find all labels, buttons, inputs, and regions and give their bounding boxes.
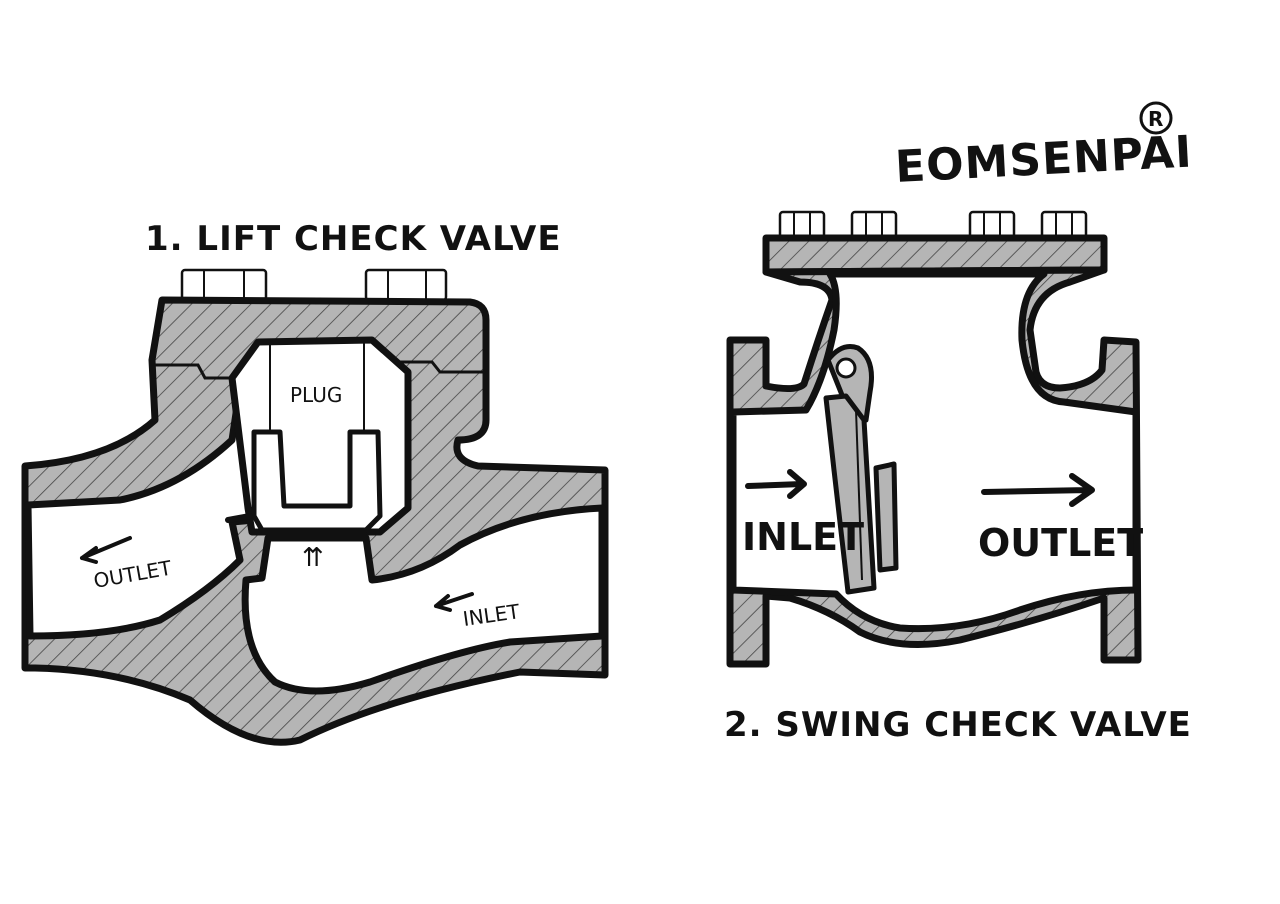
lift-check-valve: 1. LIFT CHECK VALVE PLUG ⇈ OUTLET INLET <box>21 219 609 746</box>
swing-outlet-arrow <box>981 473 1095 507</box>
lift-arrow: ⇈ <box>302 543 324 573</box>
lift-bonnet-nuts <box>180 268 448 302</box>
lift-inlet-arrow <box>434 592 474 612</box>
lift-inlet-passage <box>241 504 606 695</box>
swing-inlet-label: INLET <box>742 515 864 559</box>
swing-flow-cavity <box>729 270 1140 633</box>
swing-outlet-label: OUTLET <box>978 521 1143 565</box>
registered-mark <box>1139 101 1173 135</box>
swing-disc <box>823 393 877 595</box>
lift-valve-title: 1. LIFT CHECK VALVE <box>145 219 562 259</box>
swing-valve-title: 2. SWING CHECK VALVE <box>724 705 1192 745</box>
swing-disc-nut <box>873 461 899 573</box>
swing-check-valve: EOMSENPAI R <box>724 101 1194 745</box>
lift-plug <box>251 429 383 533</box>
registered-mark-letter: R <box>1148 107 1163 131</box>
lift-outlet-passage <box>24 351 259 640</box>
swing-inlet-arrow <box>745 469 807 499</box>
swing-cover-nuts <box>778 210 1088 240</box>
lift-outlet-arrow <box>80 536 132 564</box>
brand-name: EOMSENPAI <box>894 126 1194 192</box>
plug-label: PLUG <box>290 383 342 407</box>
